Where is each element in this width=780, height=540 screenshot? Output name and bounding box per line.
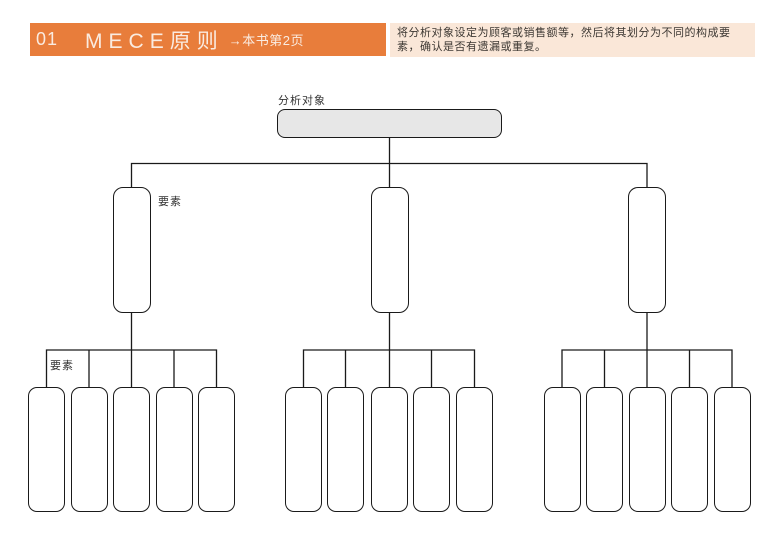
branch-node-label: 要素 — [158, 196, 182, 208]
leaf-node — [28, 387, 65, 512]
description-text: 将分析对象设定为顾客或销售额等，然后将其划分为不同的构成要素，确认是否有遗漏或重… — [397, 27, 731, 53]
leaf-node — [628, 387, 666, 512]
leaf-node — [456, 387, 493, 512]
section-number: 01 — [36, 29, 59, 49]
description-box: 将分析对象设定为顾客或销售额等，然后将其划分为不同的构成要素，确认是否有遗漏或重… — [390, 23, 755, 57]
header-bar: 01 MECE原则 →本书第2页 — [30, 23, 386, 56]
leaf-node — [713, 387, 751, 512]
branch-node — [370, 187, 409, 313]
page-reference: →本书第2页 — [228, 33, 304, 48]
branch-node — [628, 187, 666, 313]
leaf-node — [70, 387, 108, 512]
root-node-label: 分析对象 — [278, 95, 326, 107]
leaf-node — [285, 387, 322, 512]
leaf-node — [413, 387, 450, 512]
leaf-node — [155, 387, 193, 512]
leaf-node — [671, 387, 708, 512]
leaf-group-label: 要素 — [50, 360, 74, 372]
section-title: MECE原则 — [85, 29, 224, 53]
branch-node — [112, 187, 151, 313]
leaf-node — [371, 387, 408, 512]
leaf-node — [586, 387, 623, 512]
leaf-node — [543, 387, 581, 512]
root-node — [277, 109, 502, 138]
leaf-node — [198, 387, 235, 512]
leaf-node — [327, 387, 364, 512]
leaf-node — [113, 387, 150, 512]
